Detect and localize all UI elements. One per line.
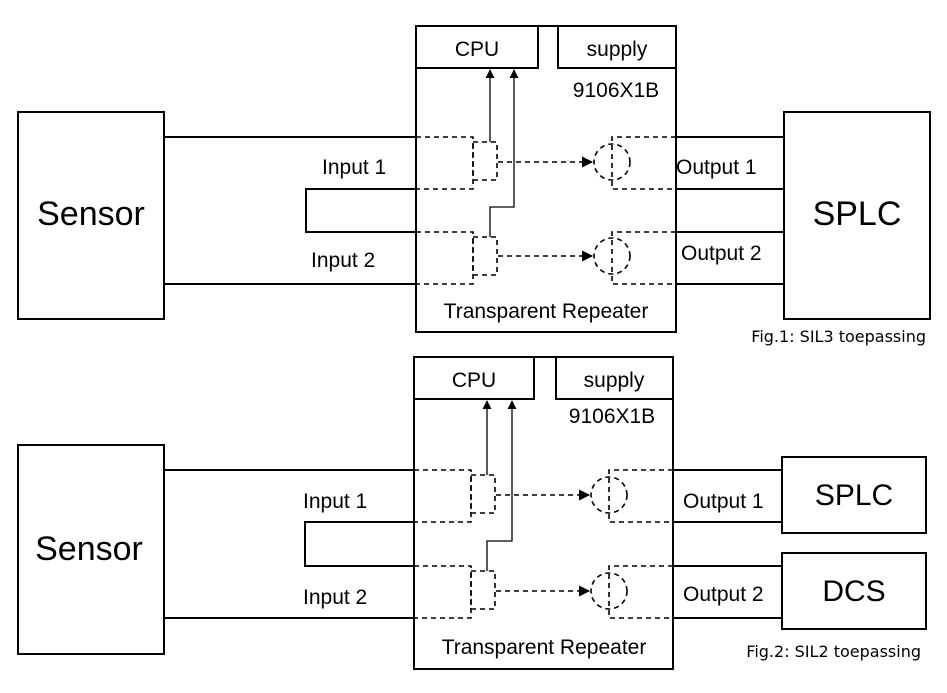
repeater-box: [413, 356, 674, 670]
output1-dashed-path: [611, 136, 676, 190]
output2-label: Output 2: [683, 583, 764, 606]
figure-2: Sensor CPU supply 9106X1B SPLC DCS Input…: [17, 356, 927, 670]
output1-source-element: [593, 143, 631, 181]
input1-sensor-element: [472, 141, 498, 181]
supply-label: supply: [587, 38, 648, 61]
output2-dashed-path: [611, 231, 676, 285]
input1-label: Input 1: [322, 156, 386, 179]
output1-label: Output 1: [683, 490, 764, 513]
output2-source-element: [590, 572, 628, 610]
input-loop-wire: [304, 521, 414, 567]
figure-1: Sensor CPU supply 9106X1B SPLC Input 1 I…: [17, 25, 931, 346]
supply-box: [557, 25, 677, 69]
output1-label: Output 1: [676, 156, 757, 179]
splc-label: SPLC: [815, 479, 893, 512]
cpu-box: [413, 356, 535, 400]
sensor-label: Sensor: [37, 195, 145, 233]
cpu-label: CPU: [455, 38, 499, 61]
sensor-box: [17, 111, 165, 320]
input2-label: Input 2: [303, 586, 367, 609]
sensor-label: Sensor: [35, 530, 143, 568]
supply-box: [555, 356, 674, 400]
output2-source-element: [593, 237, 631, 275]
output2-dashed-path: [608, 565, 673, 619]
input1-sensor-element: [470, 474, 496, 514]
output2-label: Output 2: [681, 242, 762, 265]
fig2-caption: Fig.2: SIL2 toepassing: [746, 642, 921, 661]
cpu-feedback-line-2: [489, 69, 519, 237]
input2-label: Input 2: [311, 249, 375, 272]
dcs-label: DCS: [822, 575, 885, 608]
output1-dashed-path: [608, 469, 673, 523]
sensor-box: [17, 444, 165, 655]
dcs-box: [781, 552, 927, 630]
model-label: 9106X1B: [573, 79, 659, 102]
input2-sensor-element: [470, 570, 496, 610]
cpu-label: CPU: [452, 369, 496, 392]
splc-box: [781, 456, 927, 534]
cpu-box: [415, 25, 539, 69]
output1-source-element: [590, 476, 628, 514]
repeater-box: [415, 25, 677, 333]
fig1-caption: Fig.1: SIL3 toepassing: [751, 327, 926, 346]
supply-label: supply: [584, 369, 645, 392]
repeater-label: Transparent Repeater: [442, 636, 647, 659]
splc-box: [783, 111, 931, 320]
input2-sensor-element: [472, 236, 498, 276]
splc-label: SPLC: [813, 195, 902, 233]
input1-label: Input 1: [303, 490, 367, 513]
cpu-feedback-line-2: [486, 400, 517, 571]
input-loop-wire: [305, 188, 416, 233]
model-label: 9106X1B: [569, 405, 655, 428]
repeater-label: Transparent Repeater: [444, 300, 649, 323]
